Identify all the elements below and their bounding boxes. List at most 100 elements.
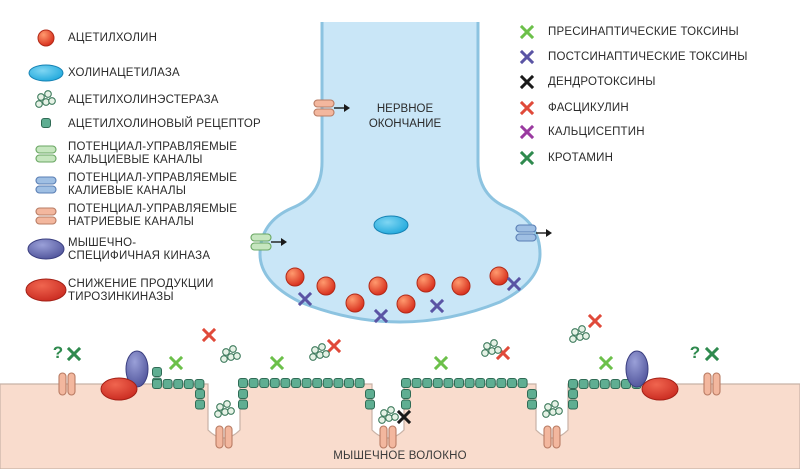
cross-icon (704, 346, 720, 362)
acetylcholinesterase-icon (378, 406, 399, 424)
cross-icon (396, 409, 412, 425)
cross-icon (433, 355, 449, 371)
acetylcholine-receptor-icon (517, 378, 528, 388)
acetylcholine-receptor-icon (238, 378, 248, 388)
legend-left-label: АЦЕТИЛХОЛИНОВЫЙ РЕЦЕПТОР (68, 118, 261, 130)
acetylcholine-receptor-icon (301, 378, 312, 388)
tyrosine-kinase-decrease-icon (100, 377, 138, 401)
acetylcholine-receptor-icon (475, 378, 486, 388)
sodium-channel-icon (58, 372, 76, 396)
muscle-specific-kinase-icon (625, 350, 649, 388)
choline-acetylase-icon (28, 64, 64, 82)
acetylcholine-receptor-icon (401, 378, 411, 388)
acetylcholinesterase-icon (569, 325, 590, 343)
tyrosine-kinase-decrease-icon (25, 278, 67, 302)
acetylcholine-receptor-icon (152, 379, 162, 389)
acetylcholinesterase-icon (35, 90, 56, 108)
acetylcholine-receptor-icon (443, 378, 454, 388)
legend-left-label: АЦЕТИЛХОЛИНЭСТЕРАЗА (68, 94, 219, 106)
calcium-channel-icon (35, 145, 57, 163)
acetylcholine-receptor-icon (485, 378, 496, 388)
acetylcholine-receptor-icon (507, 378, 517, 388)
acetylcholine-receptor-icon (322, 378, 333, 388)
acetylcholine-receptor-icon (238, 389, 248, 399)
cross-icon (429, 298, 445, 314)
cross-icon (519, 24, 535, 40)
question-mark-icon: ? (690, 343, 700, 362)
cross-icon (598, 355, 614, 371)
acetylcholine-receptor-icon (152, 367, 162, 377)
acetylcholine-receptor-icon (183, 379, 194, 389)
legend-right-label: КРОТАМИН (548, 152, 614, 164)
acetylcholine-receptor-icon (401, 389, 411, 399)
acetylcholine-icon (451, 276, 471, 296)
acetylcholine-icon (368, 276, 388, 296)
legend-left-label: ПОТЕНЦИАЛ-УПРАВЛЯЕМЫЕ КАЛЬЦИЕВЫЕ КАНАЛЫ (68, 141, 238, 166)
acetylcholine-icon (416, 273, 436, 293)
acetylcholinesterase-icon (309, 343, 330, 361)
cross-icon (168, 355, 184, 371)
cross-icon (587, 313, 603, 329)
arrow-icon (271, 238, 287, 246)
acetylcholine-receptor-icon (291, 378, 301, 388)
legend-right-label: ДЕНДРОТОКСИНЫ (548, 76, 656, 88)
acetylcholine-receptor-icon (41, 118, 51, 128)
arrow-icon (334, 104, 350, 112)
acetylcholine-icon (285, 267, 305, 287)
acetylcholine-receptor-icon (589, 379, 600, 389)
acetylcholine-receptor-icon (496, 378, 507, 388)
cross-icon (269, 355, 285, 371)
acetylcholine-receptor-icon (269, 378, 280, 388)
acetylcholine-icon (37, 29, 55, 47)
potassium-channel-icon (515, 224, 537, 242)
cross-icon (519, 74, 535, 90)
muscle-fiber-label: МЫШЕЧНОЕ ВОЛОКНО (333, 450, 467, 462)
acetylcholine-receptor-icon (578, 379, 589, 389)
acetylcholine-receptor-icon (280, 378, 291, 388)
acetylcholine-icon (316, 276, 336, 296)
acetylcholine-receptor-icon (365, 399, 375, 410)
cross-icon (519, 100, 535, 116)
arrow-icon (536, 229, 552, 237)
cross-icon (297, 291, 313, 307)
acetylcholine-receptor-icon (173, 379, 184, 389)
acetylcholine-receptor-icon (610, 379, 621, 389)
nerve-terminal (258, 22, 542, 324)
acetylcholine-receptor-icon (162, 379, 173, 389)
acetylcholine-receptor-icon (568, 379, 578, 389)
cross-icon (326, 338, 342, 354)
acetylcholine-receptor-icon (422, 378, 433, 388)
acetylcholine-icon (489, 266, 509, 286)
acetylcholine-receptor-icon (238, 399, 248, 410)
sodium-channel-icon (35, 207, 57, 225)
legend-right-label: ПОСТСИНАПТИЧЕСКИЕ ТОКСИНЫ (548, 51, 748, 63)
acetylcholine-receptor-icon (401, 399, 411, 410)
acetylcholine-icon (345, 293, 365, 313)
cross-icon (66, 346, 82, 362)
nerve-terminal-label: НЕРВНОЕ ОКОНЧАНИЕ (368, 103, 442, 130)
acetylcholine-receptor-icon (312, 378, 323, 388)
acetylcholine-receptor-icon (354, 378, 365, 388)
legend-left-label: ПОТЕНЦИАЛ-УПРАВЛЯЕМЫЕ КАЛИЕВЫЕ КАНАЛЫ (68, 172, 238, 197)
acetylcholine-receptor-icon (195, 399, 205, 410)
acetylcholine-receptor-icon (464, 378, 475, 388)
sodium-channel-icon (379, 425, 397, 449)
cross-icon (506, 276, 522, 292)
muscle-specific-kinase-icon (27, 238, 65, 260)
acetylcholine-receptor-icon (344, 378, 354, 388)
potassium-channel-icon (35, 176, 57, 194)
legend-left-label: СНИЖЕНИЕ ПРОДУКЦИИ ТИРОЗИНКИНАЗЫ (68, 278, 214, 303)
acetylcholine-receptor-icon (248, 378, 259, 388)
acetylcholine-icon (396, 294, 416, 314)
acetylcholine-receptor-icon (411, 378, 422, 388)
acetylcholine-receptor-icon (454, 378, 464, 388)
legend-right-label: КАЛЬЦИСЕПТИН (548, 126, 645, 138)
acetylcholinesterase-icon (481, 339, 502, 357)
cross-icon (373, 308, 389, 324)
cross-icon (201, 327, 217, 343)
sodium-channel-icon (703, 372, 721, 396)
sodium-channel-icon (543, 425, 561, 449)
acetylcholine-receptor-icon (195, 389, 205, 399)
acetylcholine-receptor-icon (568, 389, 578, 399)
